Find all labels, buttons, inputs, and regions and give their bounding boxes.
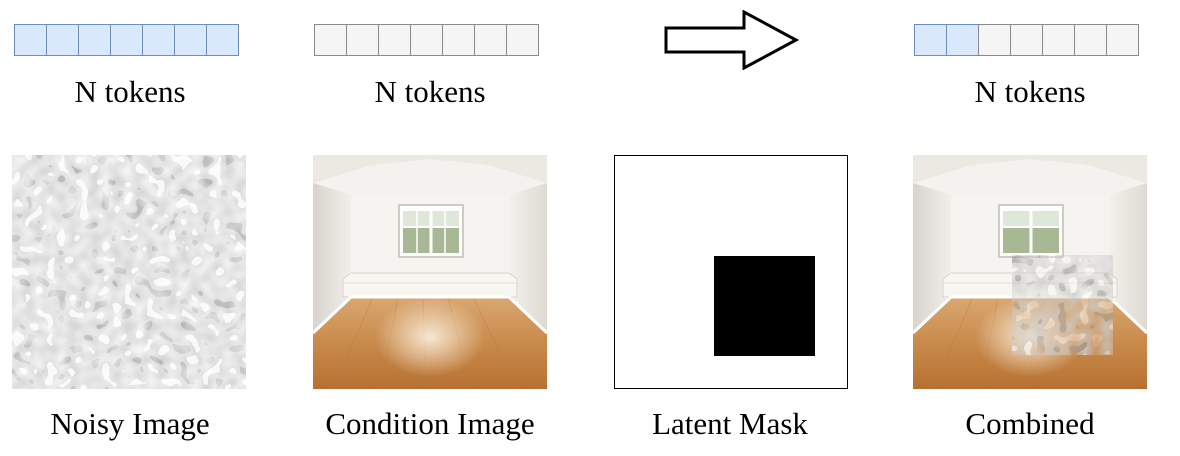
caption-latent-mask: Latent Mask	[652, 406, 808, 441]
caption-combined: Combined	[965, 406, 1095, 441]
token-row-noisy	[14, 24, 239, 56]
token-empty	[346, 24, 379, 56]
token-empty	[978, 24, 1011, 56]
caption-condition-image: Condition Image	[325, 406, 535, 441]
token-filled	[14, 24, 47, 56]
token-empty	[474, 24, 507, 56]
right-arrow-icon	[662, 10, 802, 70]
token-filled	[78, 24, 111, 56]
latent-mask	[614, 155, 848, 389]
token-empty	[1010, 24, 1043, 56]
token-empty	[442, 24, 475, 56]
token-empty	[1106, 24, 1139, 56]
noisy-image	[12, 155, 246, 389]
token-empty	[410, 24, 443, 56]
token-empty	[1042, 24, 1075, 56]
token-filled	[110, 24, 143, 56]
mask-region	[714, 256, 815, 356]
token-label-condition: N tokens	[374, 74, 486, 109]
token-filled	[46, 24, 79, 56]
token-filled	[142, 24, 175, 56]
token-row-condition	[314, 24, 539, 56]
token-empty	[378, 24, 411, 56]
token-empty	[506, 24, 539, 56]
token-label-noisy: N tokens	[74, 74, 186, 109]
combined-image	[913, 155, 1147, 389]
token-label-combined: N tokens	[974, 74, 1086, 109]
condition-image	[313, 155, 547, 389]
token-filled	[914, 24, 947, 56]
token-row-combined	[914, 24, 1139, 56]
token-filled	[206, 24, 239, 56]
token-filled	[174, 24, 207, 56]
token-empty	[314, 24, 347, 56]
token-filled	[946, 24, 979, 56]
caption-noisy-image: Noisy Image	[50, 406, 210, 441]
token-empty	[1074, 24, 1107, 56]
